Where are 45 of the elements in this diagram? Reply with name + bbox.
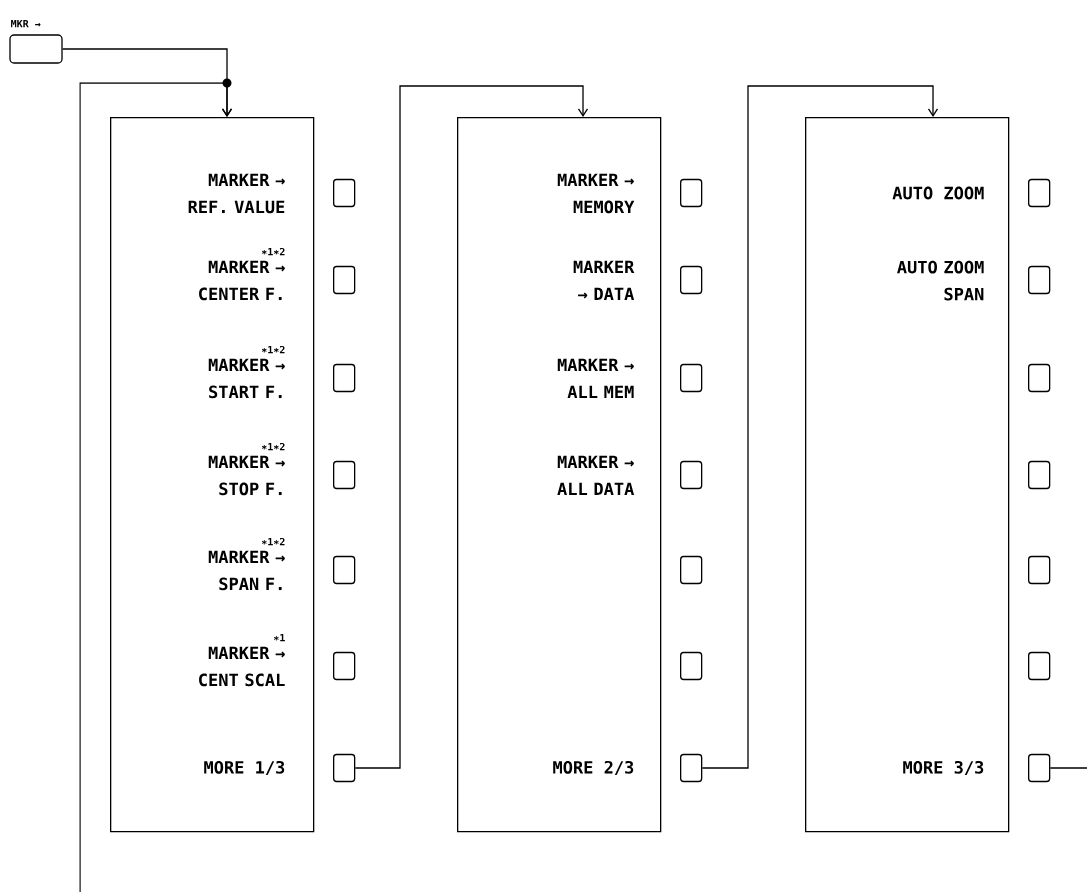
softkey xyxy=(680,363,703,393)
connector-arrow xyxy=(701,85,939,769)
menu-label: MARKER → CENT SCAL xyxy=(199,646,285,687)
menu-label: MORE 3/3 xyxy=(903,760,984,776)
softkey xyxy=(333,651,356,681)
menu-label: MARKER → SPAN F. xyxy=(208,550,285,591)
softkey xyxy=(680,178,703,208)
menu-label: MORE 1/3 xyxy=(204,760,285,776)
menu-label: MARKER → ALL MEM xyxy=(557,358,634,399)
connector-arrow xyxy=(354,85,589,769)
menu-label: MARKER → START F. xyxy=(208,358,285,399)
menu-label: AUTO ZOOM xyxy=(892,186,984,200)
menu-label: MARKER → CENTER F. xyxy=(199,260,285,301)
menu-label: MORE 2/3 xyxy=(553,760,634,776)
footnote-mark: ∗1∗2 xyxy=(261,442,285,451)
softkey xyxy=(1028,651,1051,681)
softkey xyxy=(680,555,703,585)
softkey xyxy=(1028,265,1051,295)
softkey xyxy=(680,651,703,681)
softkey xyxy=(1028,460,1051,490)
softkey xyxy=(333,555,356,585)
footnote-mark: ∗1∗2 xyxy=(261,345,285,354)
softkey xyxy=(333,265,356,295)
connector-arrow xyxy=(79,82,1087,892)
softkey xyxy=(333,460,356,490)
softkey xyxy=(1028,753,1051,783)
menu-label: MARKER → STOP F. xyxy=(208,455,285,496)
softkey xyxy=(333,178,356,208)
softkey xyxy=(333,753,356,783)
softkey xyxy=(1028,178,1051,208)
menu-label: MARKER → DATA xyxy=(573,260,635,301)
key-label: MKR → xyxy=(11,20,41,28)
softkey xyxy=(1028,555,1051,585)
footnote-mark: ∗1∗2 xyxy=(261,537,285,546)
softkey xyxy=(333,363,356,393)
softkey xyxy=(680,753,703,783)
footnote-mark: ∗1 xyxy=(273,634,285,642)
menu-label: MARKER → REF. VALUE xyxy=(188,173,285,214)
menu-label: MARKER → ALL DATA xyxy=(557,455,635,496)
menu-label: MARKER → MEMORY xyxy=(557,173,635,214)
footnote-mark: ∗1∗2 xyxy=(261,247,285,256)
softkey xyxy=(680,265,703,295)
softkey xyxy=(680,460,703,490)
softkey xyxy=(1028,363,1051,393)
menu-label: AUTO ZOOM SPAN xyxy=(897,260,984,301)
